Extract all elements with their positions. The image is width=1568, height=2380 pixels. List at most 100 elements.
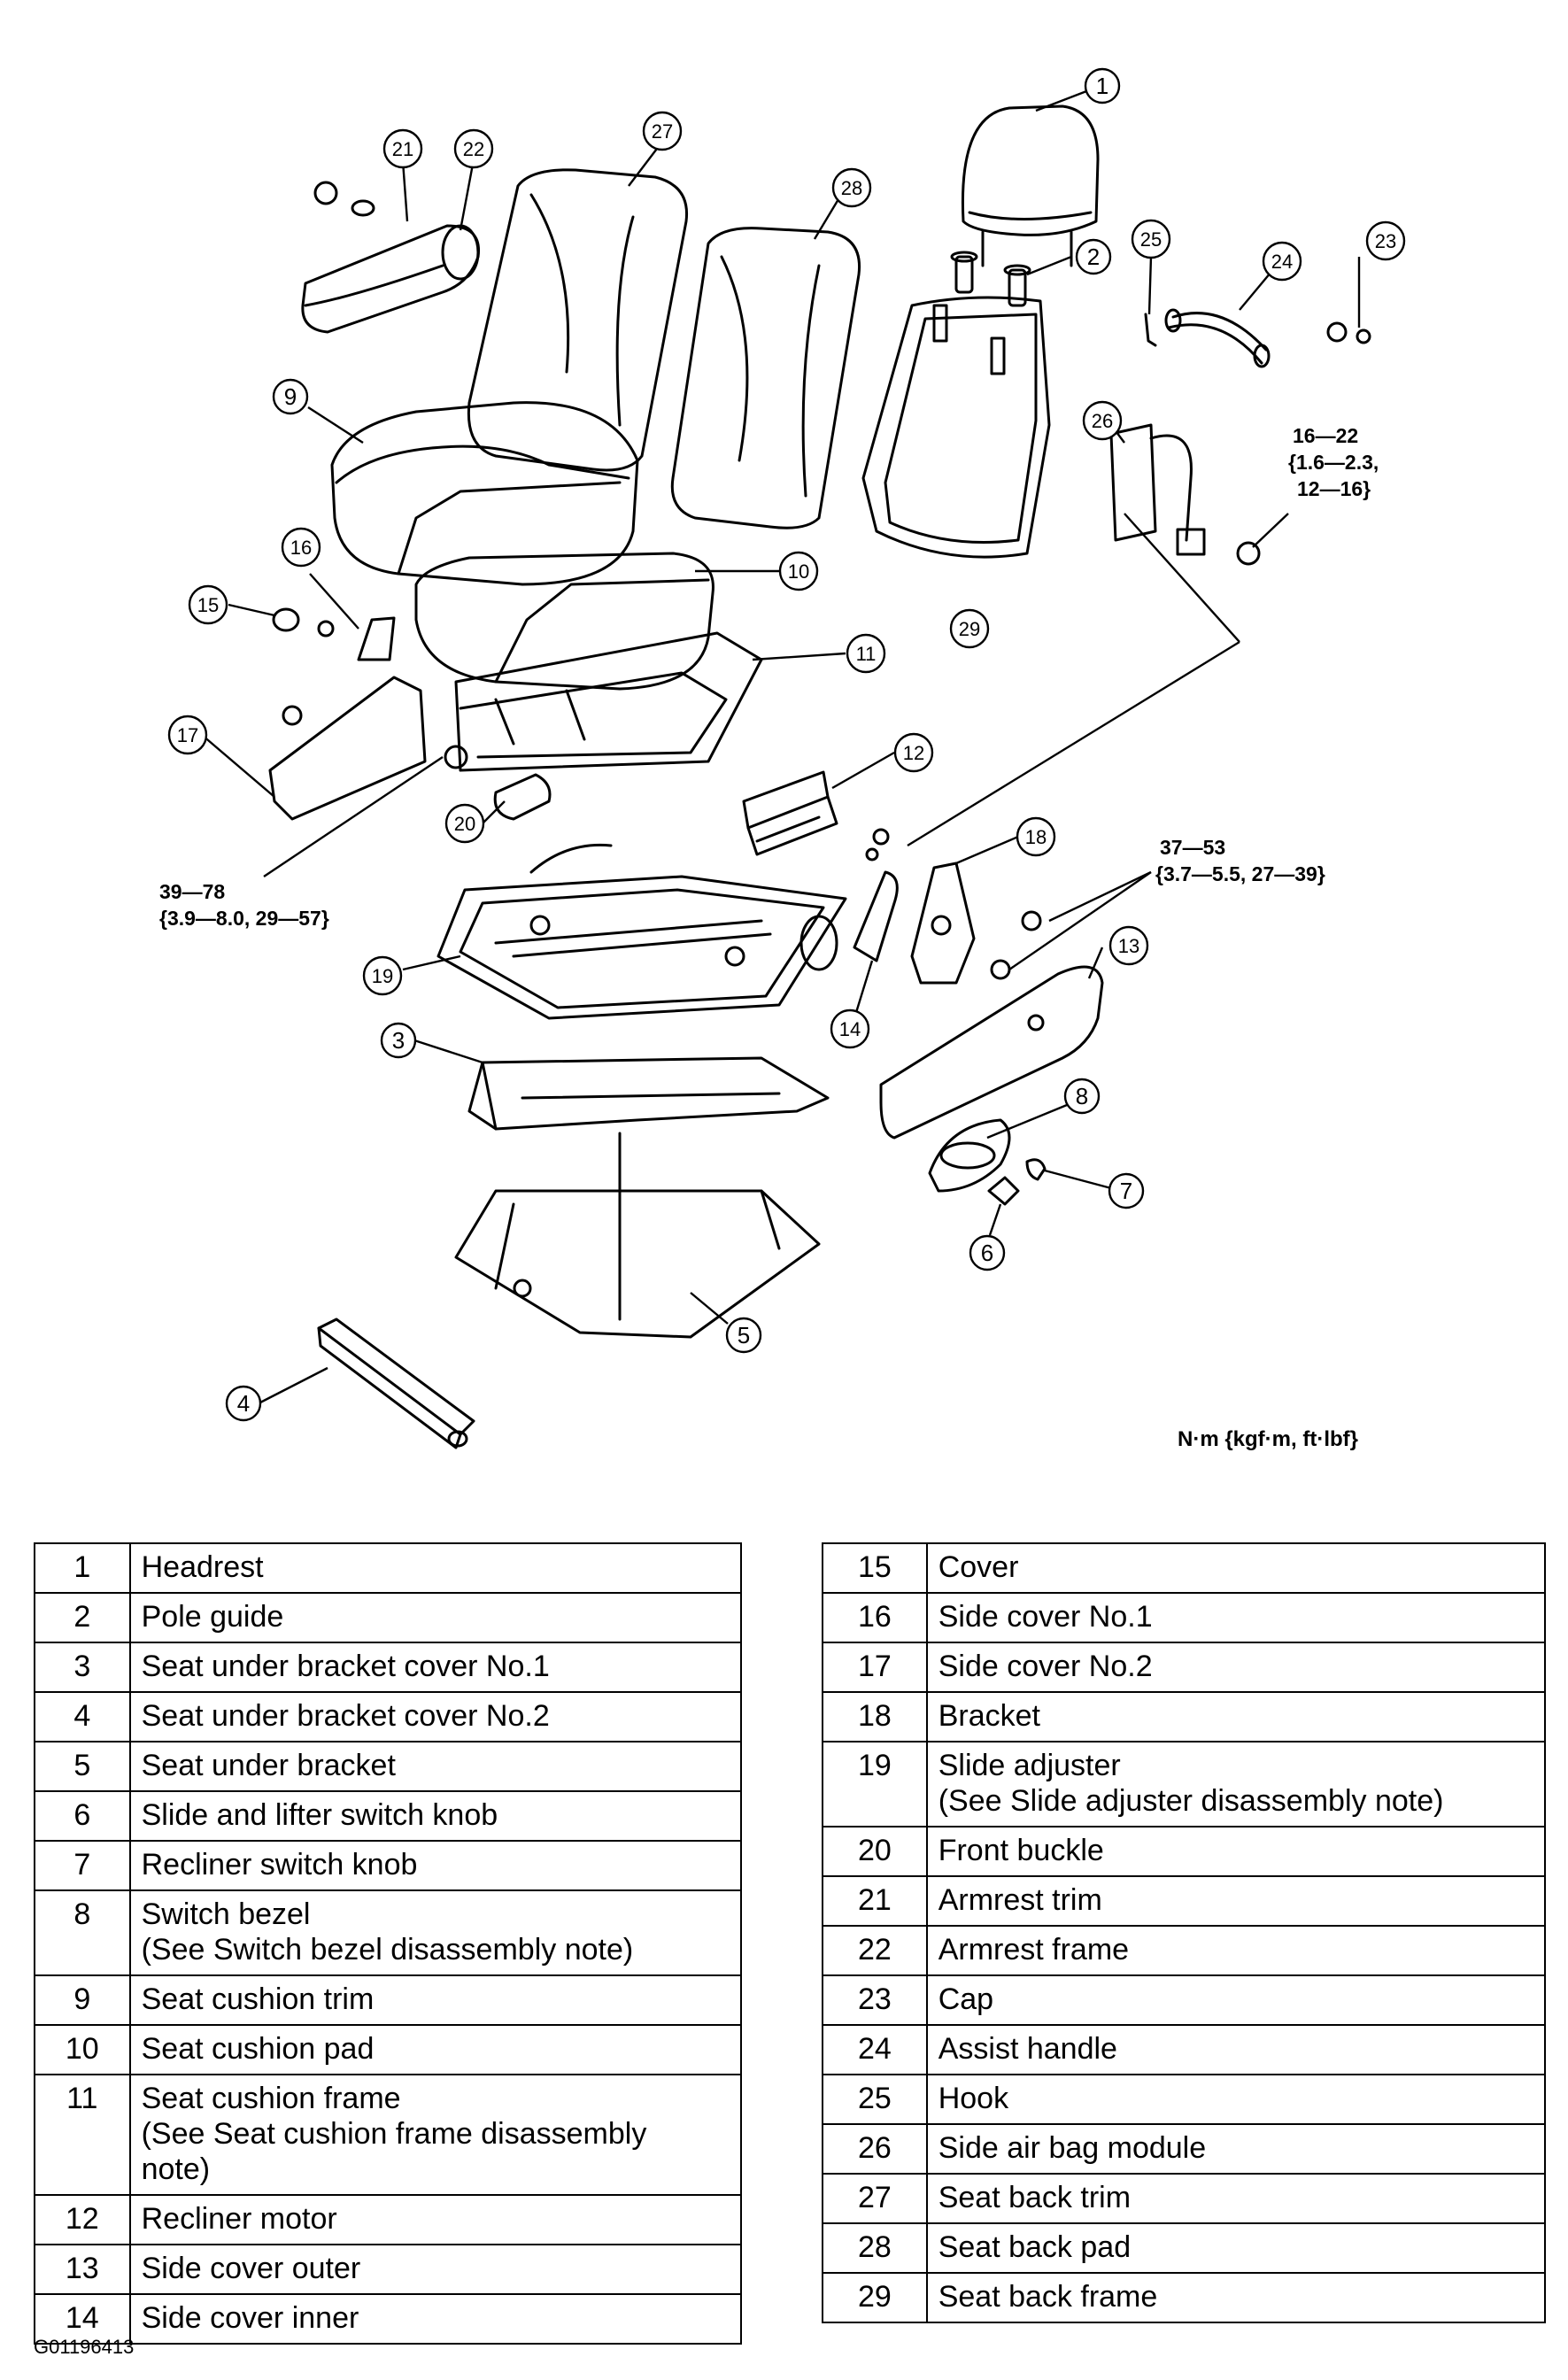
torque-units-note: N·m {kgf·m, ft·lbf} bbox=[1178, 1427, 1358, 1451]
callout-17: 17 bbox=[167, 715, 208, 755]
callout-28: 28 bbox=[831, 167, 872, 208]
part-number: 4 bbox=[34, 1691, 131, 1742]
part-number: 26 bbox=[822, 2123, 928, 2175]
part-number: 3 bbox=[34, 1642, 131, 1693]
callout-21: 21 bbox=[382, 128, 423, 169]
callout-14: 14 bbox=[830, 1008, 870, 1049]
part-number: 14 bbox=[34, 2293, 131, 2345]
svg-text:17: 17 bbox=[177, 724, 198, 746]
part-name: Seat cushion trim bbox=[128, 1974, 743, 2026]
svg-text:15: 15 bbox=[197, 594, 219, 616]
seat-under-bracket-cover-no1-part bbox=[467, 1056, 830, 1131]
part-number: 5 bbox=[34, 1741, 131, 1792]
svg-text:9: 9 bbox=[284, 383, 297, 410]
part-name: Side cover inner bbox=[128, 2293, 743, 2345]
callout-25: 25 bbox=[1131, 219, 1171, 259]
part-name: Side cover No.2 bbox=[925, 1642, 1547, 1693]
part-number: 6 bbox=[34, 1790, 131, 1842]
svg-text:4: 4 bbox=[237, 1390, 250, 1417]
part-number: 19 bbox=[822, 1741, 928, 1828]
svg-text:2: 2 bbox=[1087, 243, 1100, 270]
part-name: Bracket bbox=[925, 1691, 1547, 1742]
svg-text:14: 14 bbox=[839, 1018, 861, 1040]
callout-13: 13 bbox=[1108, 925, 1149, 966]
part-name: Side air bag module bbox=[925, 2123, 1547, 2175]
side-cover-no1-part bbox=[272, 607, 396, 661]
callout-26: 26 bbox=[1082, 400, 1123, 441]
svg-text:13: 13 bbox=[1118, 935, 1139, 957]
part-number: 16 bbox=[822, 1592, 928, 1643]
part-name: Seat under bracket cover No.2 bbox=[128, 1691, 743, 1742]
callout-15: 15 bbox=[188, 584, 228, 625]
callout-12: 12 bbox=[893, 732, 934, 773]
seat-cushion-frame-part bbox=[454, 631, 763, 772]
part-name: Cap bbox=[925, 1974, 1547, 2026]
callout-11: 11 bbox=[846, 633, 886, 674]
seat-cushion-trim-part bbox=[330, 401, 639, 586]
svg-text:11: 11 bbox=[856, 643, 877, 665]
seat-back-trim-part bbox=[467, 168, 689, 472]
callout-1: 1 bbox=[1084, 67, 1121, 104]
svg-text:28: 28 bbox=[841, 177, 862, 199]
headrest-part bbox=[961, 104, 1100, 267]
part-name: Seat back pad bbox=[925, 2222, 1547, 2274]
callout-27: 27 bbox=[642, 111, 683, 151]
callout-markers: 1 2 3 4 5 6 7 8 9 10 11 12 13 14 15 16 1… bbox=[167, 67, 1406, 1422]
part-number: 7 bbox=[34, 1840, 131, 1891]
side-cover-inner-part bbox=[853, 870, 899, 962]
part-name: Switch bezel (See Switch bezel disassemb… bbox=[128, 1889, 743, 1976]
part-name: Side cover outer bbox=[128, 2244, 743, 2295]
callout-24: 24 bbox=[1262, 241, 1302, 282]
part-number: 13 bbox=[34, 2244, 131, 2295]
svg-text:12—16}: 12—16} bbox=[1297, 477, 1371, 500]
part-name: Slide adjuster (See Slide adjuster disas… bbox=[925, 1741, 1547, 1828]
svg-text:16—22: 16—22 bbox=[1293, 424, 1358, 447]
recliner-motor-part bbox=[742, 770, 890, 862]
part-number: 18 bbox=[822, 1691, 928, 1742]
svg-text:21: 21 bbox=[392, 138, 413, 160]
part-name: Armrest frame bbox=[925, 1925, 1547, 1976]
callout-5: 5 bbox=[725, 1317, 762, 1354]
svg-text:10: 10 bbox=[788, 560, 809, 583]
callout-18: 18 bbox=[1016, 816, 1056, 857]
part-name: Cover bbox=[925, 1542, 1547, 1594]
svg-text:39—78: 39—78 bbox=[159, 880, 225, 903]
svg-text:26: 26 bbox=[1092, 410, 1113, 432]
callout-29: 29 bbox=[949, 608, 990, 649]
part-name: Seat cushion frame (See Seat cushion fra… bbox=[128, 2074, 743, 2196]
part-number: 2 bbox=[34, 1592, 131, 1643]
seat-cushion-pad-part bbox=[414, 552, 714, 691]
part-name: Slide and lifter switch knob bbox=[128, 1790, 743, 1842]
part-number: 10 bbox=[34, 2024, 131, 2075]
part-name: Headrest bbox=[128, 1542, 743, 1594]
part-number: 9 bbox=[34, 1974, 131, 2026]
part-number: 27 bbox=[822, 2173, 928, 2224]
torque-spec-c: 39—78 {3.9—8.0, 29—57} bbox=[159, 880, 329, 930]
part-name: Side cover No.1 bbox=[925, 1592, 1547, 1643]
callout-2: 2 bbox=[1075, 238, 1112, 275]
svg-text:7: 7 bbox=[1120, 1178, 1132, 1204]
callout-20: 20 bbox=[444, 803, 485, 844]
pole-guide-part bbox=[950, 251, 1031, 307]
slide-adjuster-part bbox=[436, 843, 847, 1020]
svg-text:8: 8 bbox=[1076, 1083, 1088, 1109]
svg-text:{1.6—2.3,: {1.6—2.3, bbox=[1288, 451, 1379, 474]
part-name: Pole guide bbox=[128, 1592, 743, 1643]
